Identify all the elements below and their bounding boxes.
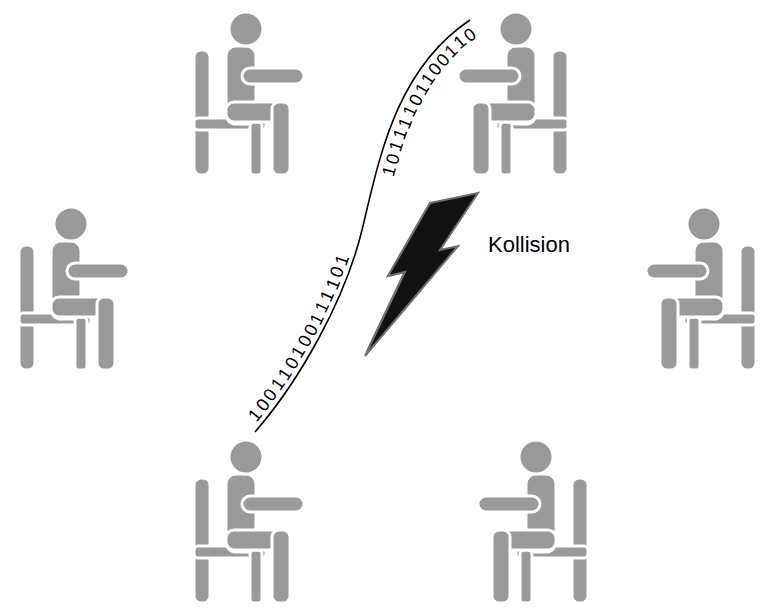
bit-digit: 1 [379, 164, 399, 178]
lightning-bolt [365, 193, 478, 356]
seated-person [194, 440, 304, 603]
collision-label: Kollision [488, 232, 570, 258]
seated-person [646, 207, 756, 370]
seated-person [19, 207, 129, 370]
bit-digit: 0 [382, 151, 402, 166]
seated-person [478, 440, 588, 603]
seated-person [458, 12, 568, 175]
seated-person [194, 12, 304, 175]
